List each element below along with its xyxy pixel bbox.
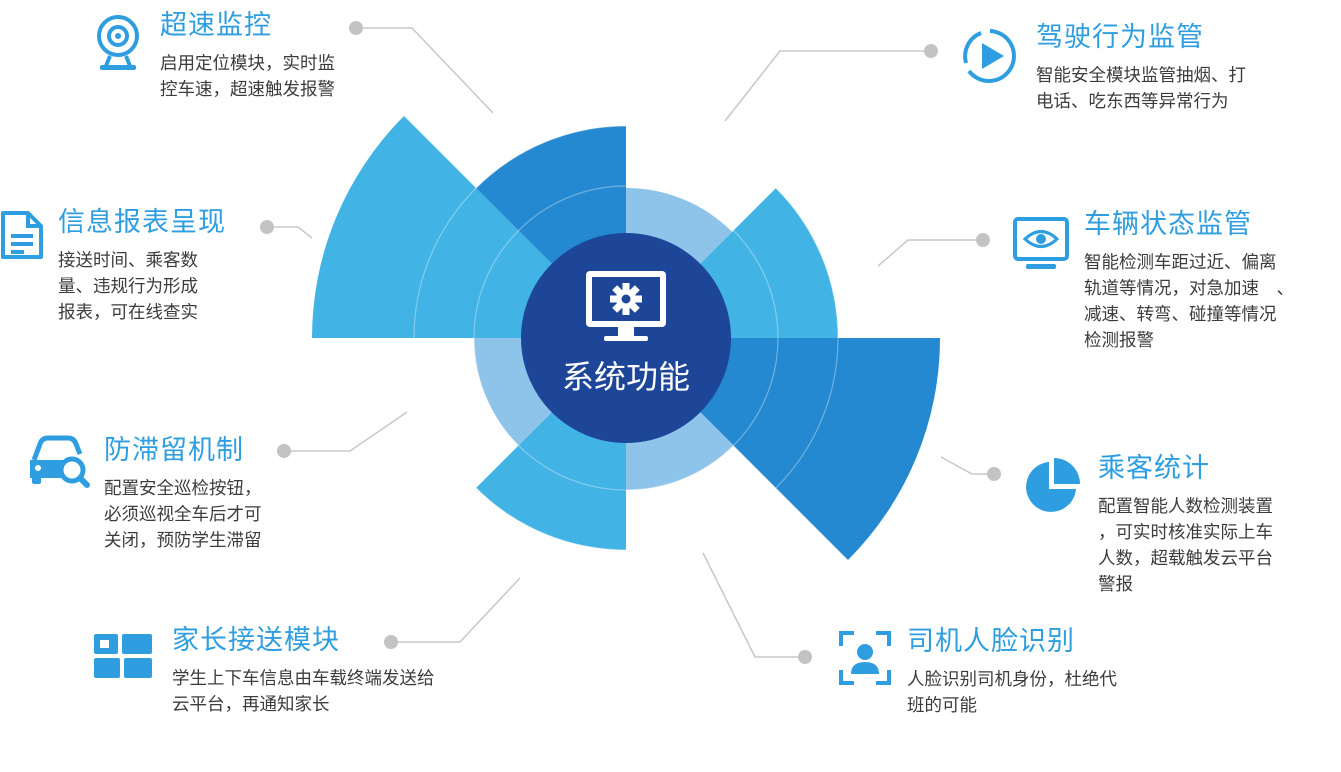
feature-vehicle: 车辆状态监管 智能检测车距过近、偏离 轨道等情况，对急加速 、 减速、转弯、碰撞… (1084, 208, 1294, 354)
ring-2 (413, 125, 839, 551)
connector-group (260, 21, 1001, 664)
feature-desc: 配置安全巡检按钮， 必须巡视全车后才可 关闭，预防学生滞留 (104, 479, 262, 551)
connector-dot-1 (349, 21, 363, 35)
connector-line-8 (702, 552, 805, 658)
connector-line-4 (391, 577, 521, 643)
connector-dot-4 (384, 635, 398, 649)
connector-line-1 (356, 27, 494, 114)
gear-tooth (622, 283, 630, 292)
eye-monitor-icon (1013, 217, 1069, 269)
pie-chart-icon (1026, 458, 1080, 512)
feature-report: 信息报表呈现 接送时间、乘客数 量、违规行为形成 报表，可在线查实 (58, 206, 226, 326)
connector-dot-5 (924, 44, 938, 58)
connector-dot-2 (260, 220, 274, 234)
feature-desc: 智能检测车距过近、偏离 轨道等情况，对急加速 、 减速、转弯、碰撞等情况 检测报… (1084, 253, 1294, 351)
feature-title: 防滞留机制 (104, 435, 244, 466)
feature-title: 司机人脸识别 (907, 626, 1075, 657)
feature-title: 车辆状态监管 (1084, 209, 1252, 240)
connector-dot-6 (976, 233, 990, 247)
feature-title: 乘客统计 (1098, 453, 1210, 484)
feature-anti-stay: 防滞留机制 配置安全巡检按钮， 必须巡视全车后才可 关闭，预防学生滞留 (104, 434, 262, 554)
gear-icon (610, 283, 642, 315)
ring-group (413, 125, 839, 551)
feature-desc: 配置智能人数检测装置 ，可实时核准实际上车 人数，超载触发云平台 警报 (1098, 497, 1273, 595)
play-icon (963, 29, 1016, 83)
feature-desc: 接送时间、乘客数 量、违规行为形成 报表，可在线查实 (58, 251, 198, 323)
ring-1 (473, 185, 779, 491)
feature-parent: 家长接送模块 学生上下车信息由车载终端发送给 云平台，再通知家长 (172, 624, 435, 718)
connector-dot-3 (277, 444, 291, 458)
connector-line-2 (267, 226, 313, 239)
feature-driving: 驾驶行为监管 智能安全模块监管抽烟、打 电话、吃东西等异常行为 (1036, 21, 1246, 115)
connector-line-6 (877, 239, 983, 267)
center-label: 系统功能 (562, 358, 690, 396)
connector-line-3 (284, 411, 408, 452)
connector-line-7 (940, 456, 994, 475)
connector-dot-8 (798, 650, 812, 664)
feature-title: 家长接送模块 (172, 625, 340, 656)
feature-title: 驾驶行为监管 (1036, 22, 1204, 53)
panels-icon (94, 634, 152, 678)
car-search-icon (30, 435, 90, 488)
feature-face: 司机人脸识别 人脸识别司机身份，杜绝代 班的可能 (907, 625, 1117, 719)
gear-hole (621, 294, 631, 304)
feature-title: 超速监控 (160, 10, 272, 41)
gear-tooth (622, 306, 630, 315)
face-scan-icon (839, 631, 891, 685)
connector-line-5 (724, 50, 931, 122)
monitor-gear-icon (586, 271, 666, 341)
feature-desc: 学生上下车信息由车载终端发送给 云平台，再通知家长 (172, 669, 435, 715)
document-icon (1, 211, 43, 259)
connector-dot-7 (987, 467, 1001, 481)
feature-desc: 智能安全模块监管抽烟、打 电话、吃东西等异常行为 (1036, 66, 1246, 112)
feature-desc: 启用定位模块，实时监 控车速，超速触发报警 (160, 54, 335, 100)
feature-title: 信息报表呈现 (58, 207, 226, 238)
webcam-icon (97, 15, 139, 70)
feature-passenger: 乘客统计 配置智能人数检测装置 ，可实时核准实际上车 人数，超载触发云平台 警报 (1098, 452, 1273, 598)
feature-desc: 人脸识别司机身份，杜绝代 班的可能 (907, 670, 1117, 716)
feature-overspeed: 超速监控 启用定位模块，实时监 控车速，超速触发报警 (160, 9, 335, 103)
